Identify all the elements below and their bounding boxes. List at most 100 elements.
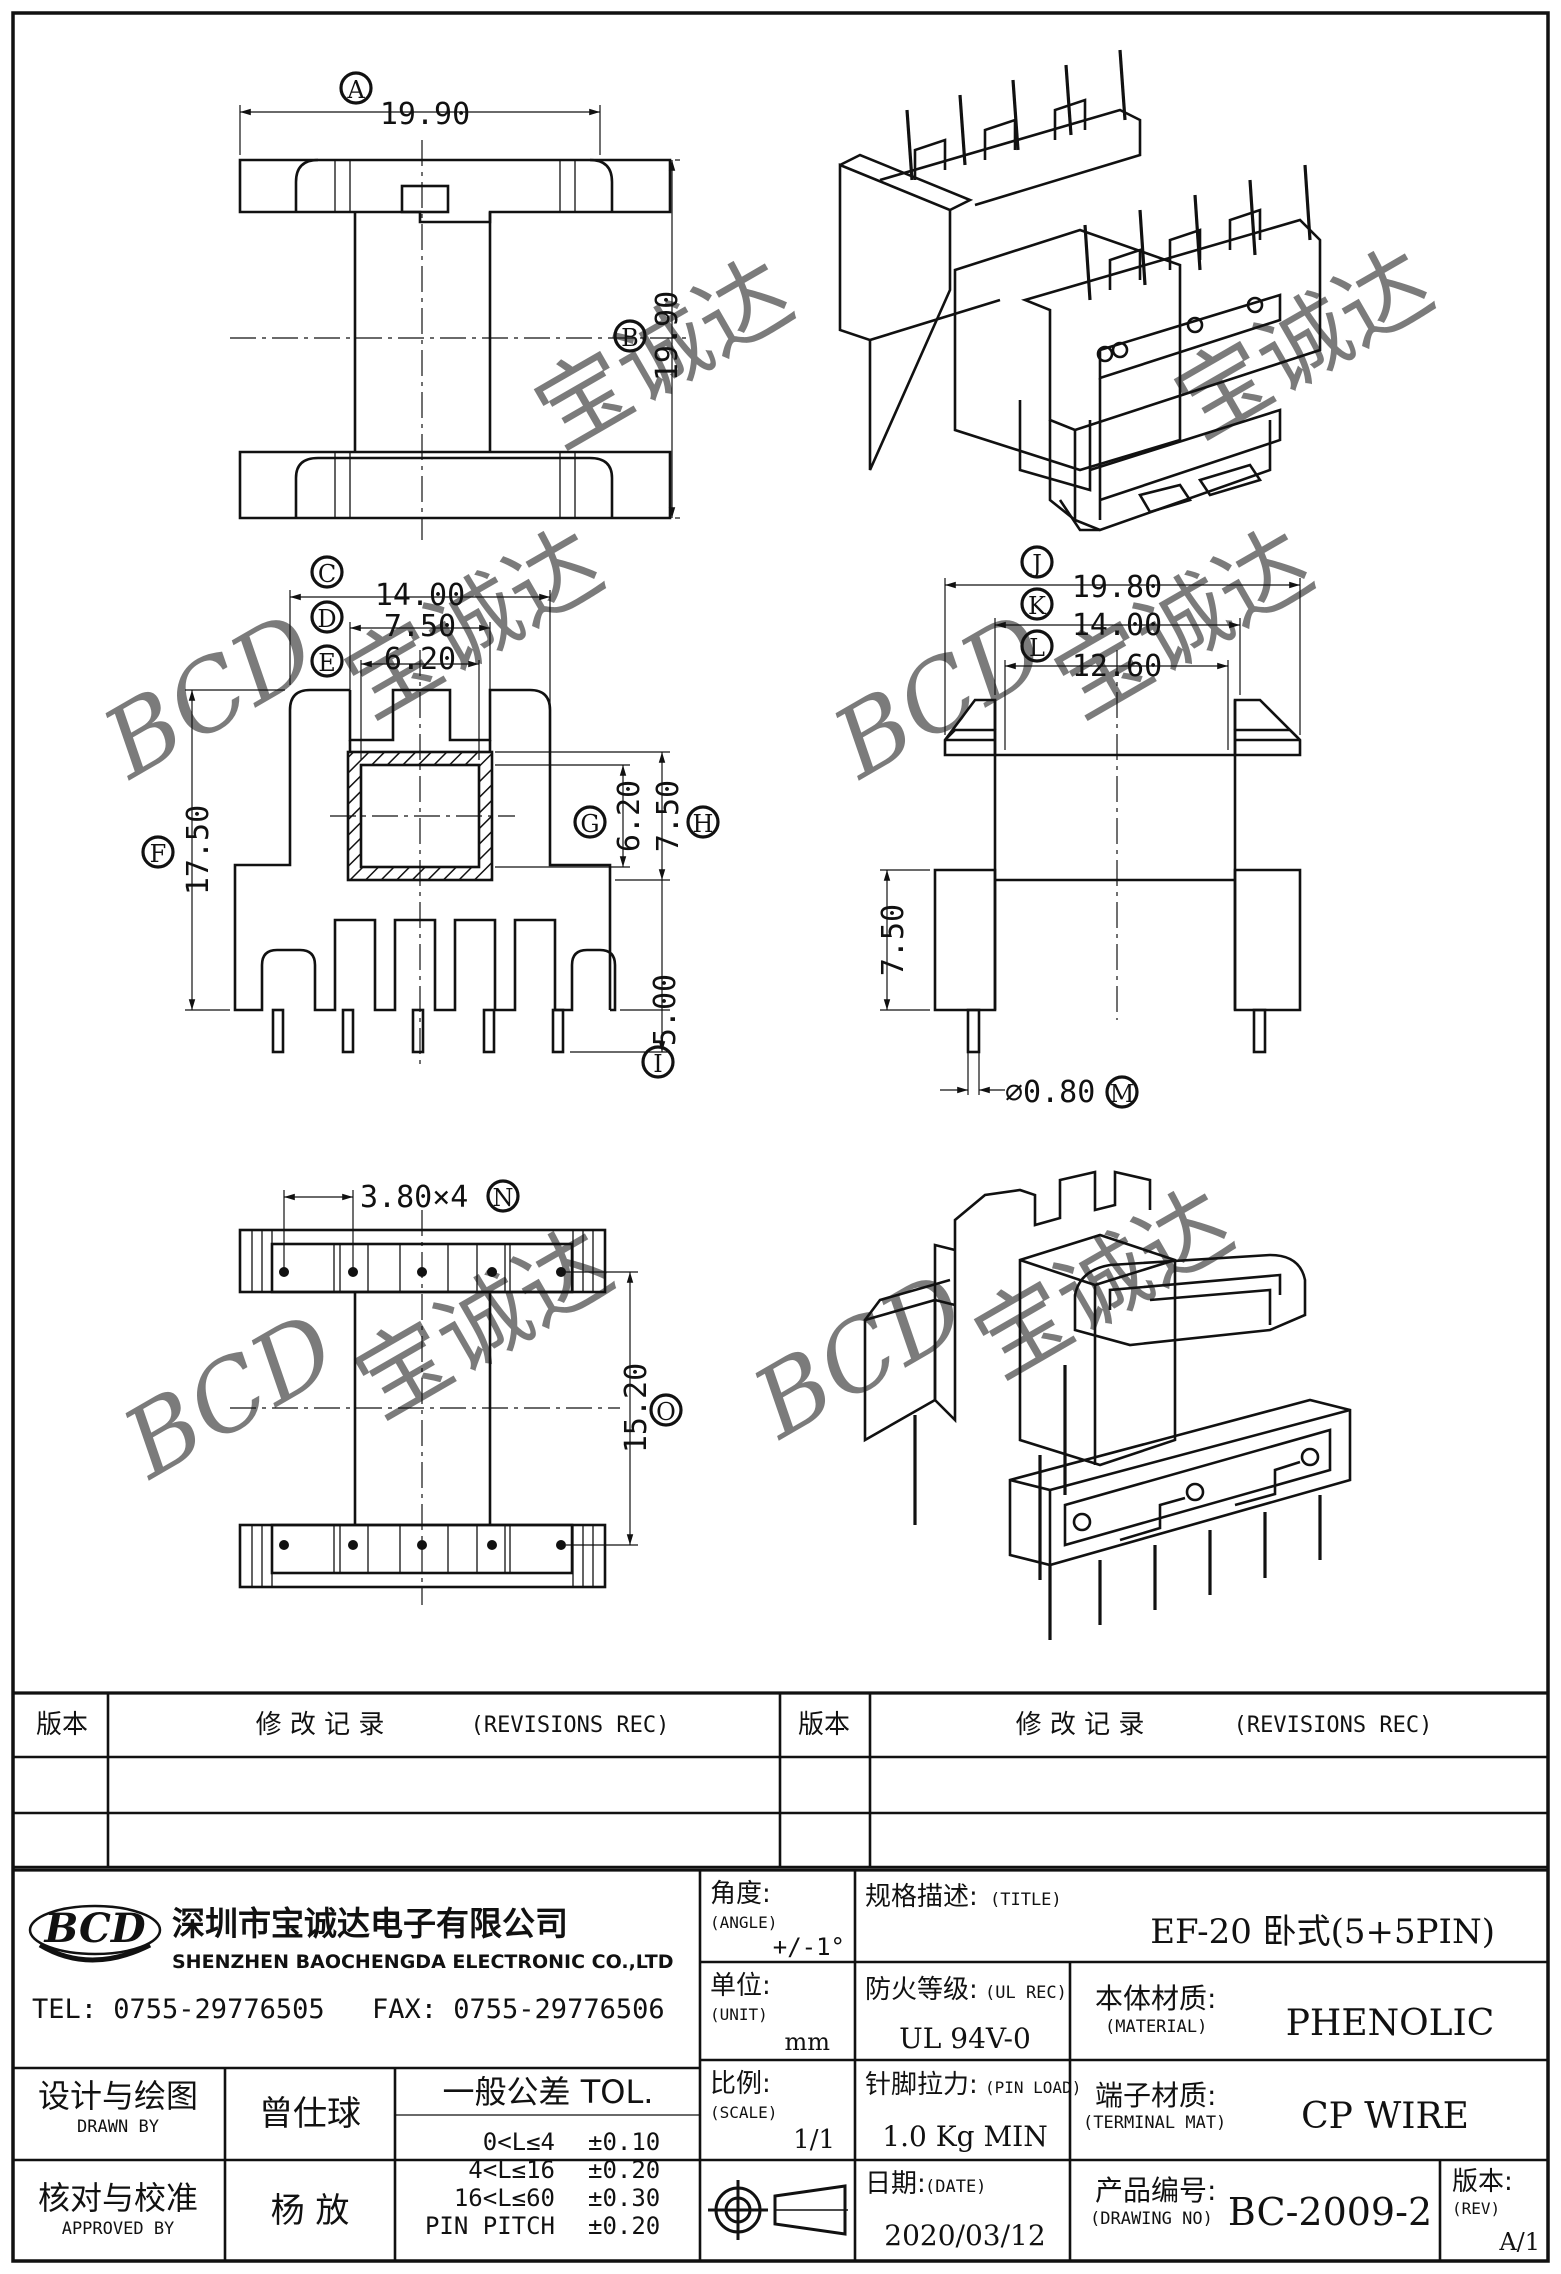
svg-text:(DATE): (DATE): [925, 2177, 986, 2197]
company-fax: FAX: 0755-29776506: [372, 1994, 665, 2025]
svg-text:12.60: 12.60: [1072, 649, 1162, 684]
svg-text:14.00: 14.00: [1072, 608, 1162, 643]
svg-text:J: J: [1029, 550, 1042, 578]
svg-text:1.0 Kg MIN: 1.0 Kg MIN: [882, 2120, 1047, 2153]
svg-text:BCD: BCD: [43, 1905, 145, 1952]
dimension-F: F 17.50: [141, 689, 285, 1011]
svg-text:(REV): (REV): [1452, 2199, 1500, 2218]
svg-text:版本: 版本: [798, 1710, 850, 1740]
svg-text:宝诚达: 宝诚达: [328, 508, 621, 739]
svg-text:H: H: [693, 810, 714, 838]
svg-text:A: A: [346, 76, 365, 104]
dimension-A: A 19.90: [239, 71, 601, 155]
svg-text:M: M: [1110, 1080, 1135, 1108]
svg-text:杨 放: 杨 放: [271, 2191, 350, 2231]
svg-text:BCD: BCD: [734, 1252, 985, 1461]
side-view: [933, 650, 1302, 1054]
svg-text:7.50: 7.50: [384, 609, 456, 644]
svg-text:I: I: [653, 1050, 662, 1078]
svg-text:C: C: [318, 560, 336, 588]
svg-text:2020/03/12: 2020/03/12: [884, 2219, 1045, 2252]
svg-text:BCD: BCD: [84, 592, 335, 801]
sheet-border: [11, 11, 1550, 2263]
dimension-C: C 14.00: [289, 555, 551, 860]
svg-text:6.20: 6.20: [384, 642, 456, 677]
svg-text:端子材质:: 端子材质:: [1095, 2079, 1216, 2112]
svg-text:19.90: 19.90: [650, 291, 685, 381]
svg-text:(SCALE): (SCALE): [710, 2103, 777, 2122]
svg-text:±0.20: ±0.20: [588, 2156, 660, 2184]
bottom-view: [230, 1210, 620, 1605]
svg-text:宝诚达: 宝诚达: [958, 1168, 1251, 1399]
svg-text:本体材质:: 本体材质:: [1095, 1982, 1216, 2015]
svg-text:19.80: 19.80: [1072, 570, 1162, 605]
svg-text:UL 94V-0: UL 94V-0: [899, 2022, 1031, 2055]
svg-text:版本: 版本: [36, 1710, 88, 1740]
svg-text:日期:: 日期:: [865, 2169, 926, 2199]
svg-text:PHENOLIC: PHENOLIC: [1286, 2003, 1495, 2044]
svg-text:±0.30: ±0.30: [588, 2184, 660, 2212]
svg-text:曾仕球: 曾仕球: [259, 2094, 361, 2134]
svg-text:设计与绘图: 设计与绘图: [38, 2077, 198, 2115]
company-logo: BCD: [28, 1904, 162, 1963]
svg-text:修 改 记 录: 修 改 记 录: [256, 1710, 385, 1740]
svg-text:⌀0.80: ⌀0.80: [1005, 1075, 1095, 1110]
svg-text:F: F: [150, 840, 167, 868]
svg-text:G: G: [580, 810, 599, 838]
svg-text:DRAWN BY: DRAWN BY: [77, 2117, 159, 2137]
svg-text:一般公差 TOL.: 一般公差 TOL.: [443, 2073, 654, 2111]
svg-text:A/1: A/1: [1498, 2228, 1540, 2256]
svg-text:+/-1°: +/-1°: [773, 1933, 845, 1961]
svg-text:16<L≤60: 16<L≤60: [454, 2184, 555, 2212]
isometric-view-top: [838, 49, 1322, 532]
svg-text:O: O: [656, 1398, 676, 1426]
svg-text:±0.10: ±0.10: [588, 2128, 660, 2156]
svg-text:3.80×4: 3.80×4: [360, 1180, 468, 1215]
dimension-N: 3.80×4 N: [283, 1179, 520, 1268]
dimension-I: I 5.00: [570, 880, 683, 1079]
svg-text:(MATERIAL): (MATERIAL): [1105, 2017, 1207, 2037]
svg-text:产品编号:: 产品编号:: [1095, 2174, 1216, 2207]
dimension-B: B 19.90: [613, 159, 685, 519]
svg-text:版本:: 版本:: [1452, 2167, 1513, 2197]
projection-symbol: [708, 2180, 848, 2240]
svg-text:mm: mm: [784, 2028, 830, 2056]
dimension-D: D 7.50: [310, 600, 491, 745]
svg-text:针脚拉力:: 针脚拉力:: [865, 2070, 978, 2100]
svg-text:1/1: 1/1: [793, 2125, 835, 2155]
svg-text:4<L≤16: 4<L≤16: [468, 2156, 555, 2184]
svg-text:(UNIT): (UNIT): [710, 2005, 768, 2024]
svg-text:(TERMINAL MAT): (TERMINAL MAT): [1083, 2113, 1226, 2133]
dimension-K: K 14.00: [994, 587, 1241, 695]
company-name-en: SHENZHEN BAOCHENGDA ELECTRONIC CO.,LTD: [172, 1951, 673, 1973]
svg-text:核对与校准: 核对与校准: [38, 2179, 198, 2217]
dimension-L: L 12.60: [1004, 629, 1229, 750]
svg-text:APPROVED BY: APPROVED BY: [62, 2219, 175, 2239]
svg-text:BCD: BCD: [104, 1292, 355, 1501]
dimension-J: J 19.80: [944, 545, 1301, 735]
svg-text:7.50: 7.50: [876, 904, 911, 976]
svg-text:修 改 记 录: 修 改 记 录: [1016, 1710, 1145, 1740]
svg-text:(ANGLE): (ANGLE): [710, 1913, 777, 1932]
isometric-view-bottom: [863, 1170, 1352, 1640]
svg-text:7.50: 7.50: [651, 780, 686, 852]
svg-text:15.20: 15.20: [619, 1363, 654, 1453]
dimension-G-H: G 6.20 H 7.50: [495, 751, 720, 881]
svg-text:6.20: 6.20: [612, 780, 647, 852]
svg-text:比例:: 比例:: [710, 2069, 771, 2099]
svg-text:(PIN LOAD): (PIN LOAD): [985, 2078, 1081, 2097]
svg-text:L: L: [1029, 634, 1045, 662]
svg-text:±0.20: ±0.20: [588, 2212, 660, 2240]
svg-text:17.50: 17.50: [181, 805, 216, 895]
svg-text:防火等级:: 防火等级:: [865, 1975, 978, 2005]
svg-text:N: N: [493, 1184, 514, 1212]
svg-text:BCD: BCD: [814, 592, 1065, 801]
svg-text:K: K: [1028, 592, 1047, 620]
front-view: [233, 650, 617, 1070]
svg-text:(REVISIONS REC): (REVISIONS REC): [471, 1713, 670, 1738]
svg-text:宝诚达: 宝诚达: [1158, 228, 1451, 459]
dimension-M: ⌀0.80 M: [940, 1052, 1139, 1110]
svg-text:(DRAWING NO): (DRAWING NO): [1090, 2209, 1213, 2229]
svg-text:0<L≤4: 0<L≤4: [483, 2128, 555, 2156]
title-value: EF-20 卧式(5+5PIN): [1150, 1912, 1495, 1952]
